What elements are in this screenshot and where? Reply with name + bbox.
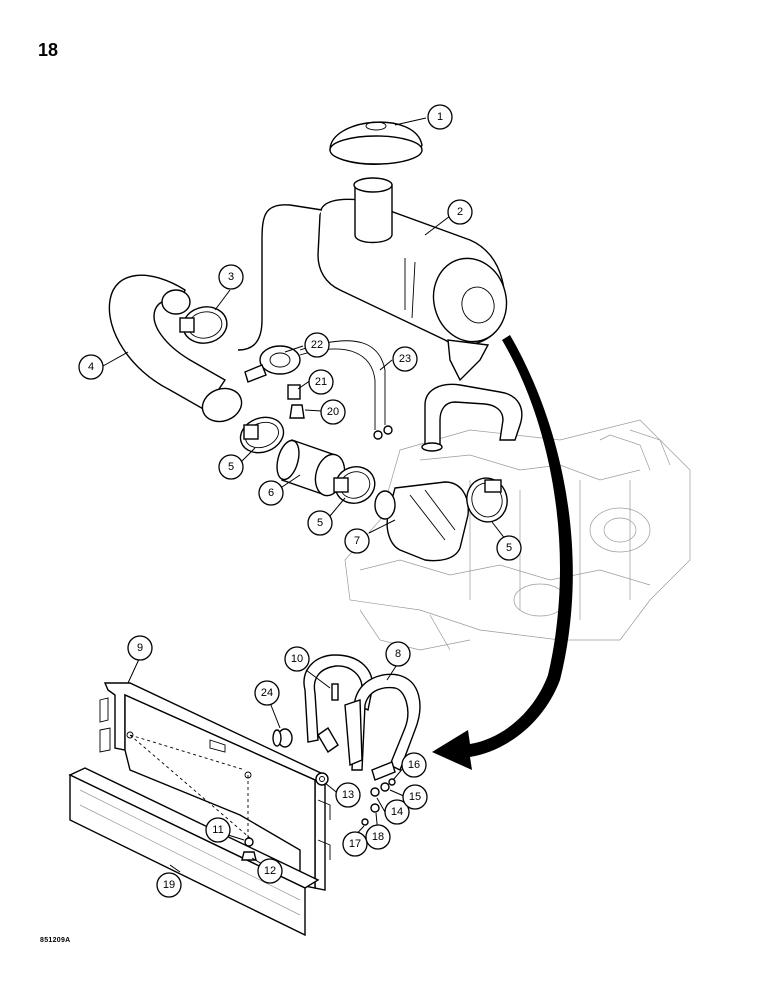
hardware-small [361,778,396,826]
callout-19: 19 [156,872,182,898]
callout-2: 2 [447,199,473,225]
mounting-bracket [99,682,331,891]
callout-14: 14 [384,799,410,825]
callout-7: 7 [344,528,370,554]
hose-sleeve [276,439,346,497]
callout-8: 8 [385,641,411,667]
callout-13: 13 [335,782,361,808]
intake-line [237,204,323,351]
callout-15: 15 [402,784,428,810]
callout-18: 18 [365,824,391,850]
callout-24: 24 [254,680,280,706]
callout-5a: 5 [218,454,244,480]
precleaner-cap [329,121,423,165]
svg-text:18: 18 [372,831,384,843]
svg-text:14: 14 [391,806,403,818]
hose-clamp-5b [333,466,376,504]
callout-10: 10 [284,646,310,672]
callout-20: 20 [320,399,346,425]
washer-13 [315,772,329,786]
svg-text:15: 15 [409,791,421,803]
hose-clamp-5c [466,477,508,523]
svg-text:7: 7 [354,535,360,547]
figure-code: 851209A [40,937,71,944]
svg-text:3: 3 [228,271,234,283]
svg-text:23: 23 [399,353,411,365]
svg-text:5: 5 [506,542,512,554]
svg-text:1: 1 [437,111,443,123]
intake-adapter [374,481,469,562]
svg-text:6: 6 [268,487,274,499]
svg-text:2: 2 [457,206,463,218]
svg-text:16: 16 [408,759,420,771]
callout-21: 21 [308,369,334,395]
hose-clamp-5a [239,416,285,454]
callout-6: 6 [258,480,284,506]
svg-text:22: 22 [311,339,323,351]
svg-text:24: 24 [261,687,273,699]
svg-text:19: 19 [163,879,175,891]
washer-nut [241,837,257,861]
air-cleaner [317,177,508,382]
svg-text:9: 9 [137,642,143,654]
svg-text:11: 11 [212,824,223,836]
band-clamps [303,654,421,781]
callout-9: 9 [127,635,153,661]
svg-text:5: 5 [317,517,323,529]
callout-23: 23 [392,346,418,372]
svg-text:4: 4 [88,361,94,373]
callout-22: 22 [304,332,330,358]
intake-elbow [421,383,523,452]
callout-1: 1 [427,104,453,130]
elbow-hose [108,274,243,423]
svg-text:20: 20 [327,406,339,418]
restriction-indicator [244,340,393,440]
callout-12: 12 [257,858,283,884]
callout-11: 11 [205,817,231,843]
svg-text:13: 13 [342,789,354,801]
callout-5b: 5 [307,510,333,536]
svg-text:10: 10 [291,653,303,665]
svg-text:8: 8 [395,648,401,660]
svg-text:12: 12 [264,865,276,877]
svg-text:17: 17 [349,838,361,850]
page-number: 18 [38,40,59,60]
svg-text:5: 5 [228,461,234,473]
callout-17: 17 [342,831,368,857]
grommet [272,728,293,748]
callout-16: 16 [401,752,427,778]
hose-clamp-3 [179,306,228,344]
callout-3: 3 [218,264,244,290]
callout-4: 4 [78,354,104,380]
svg-text:21: 21 [315,376,327,388]
callout-5c: 5 [496,535,522,561]
